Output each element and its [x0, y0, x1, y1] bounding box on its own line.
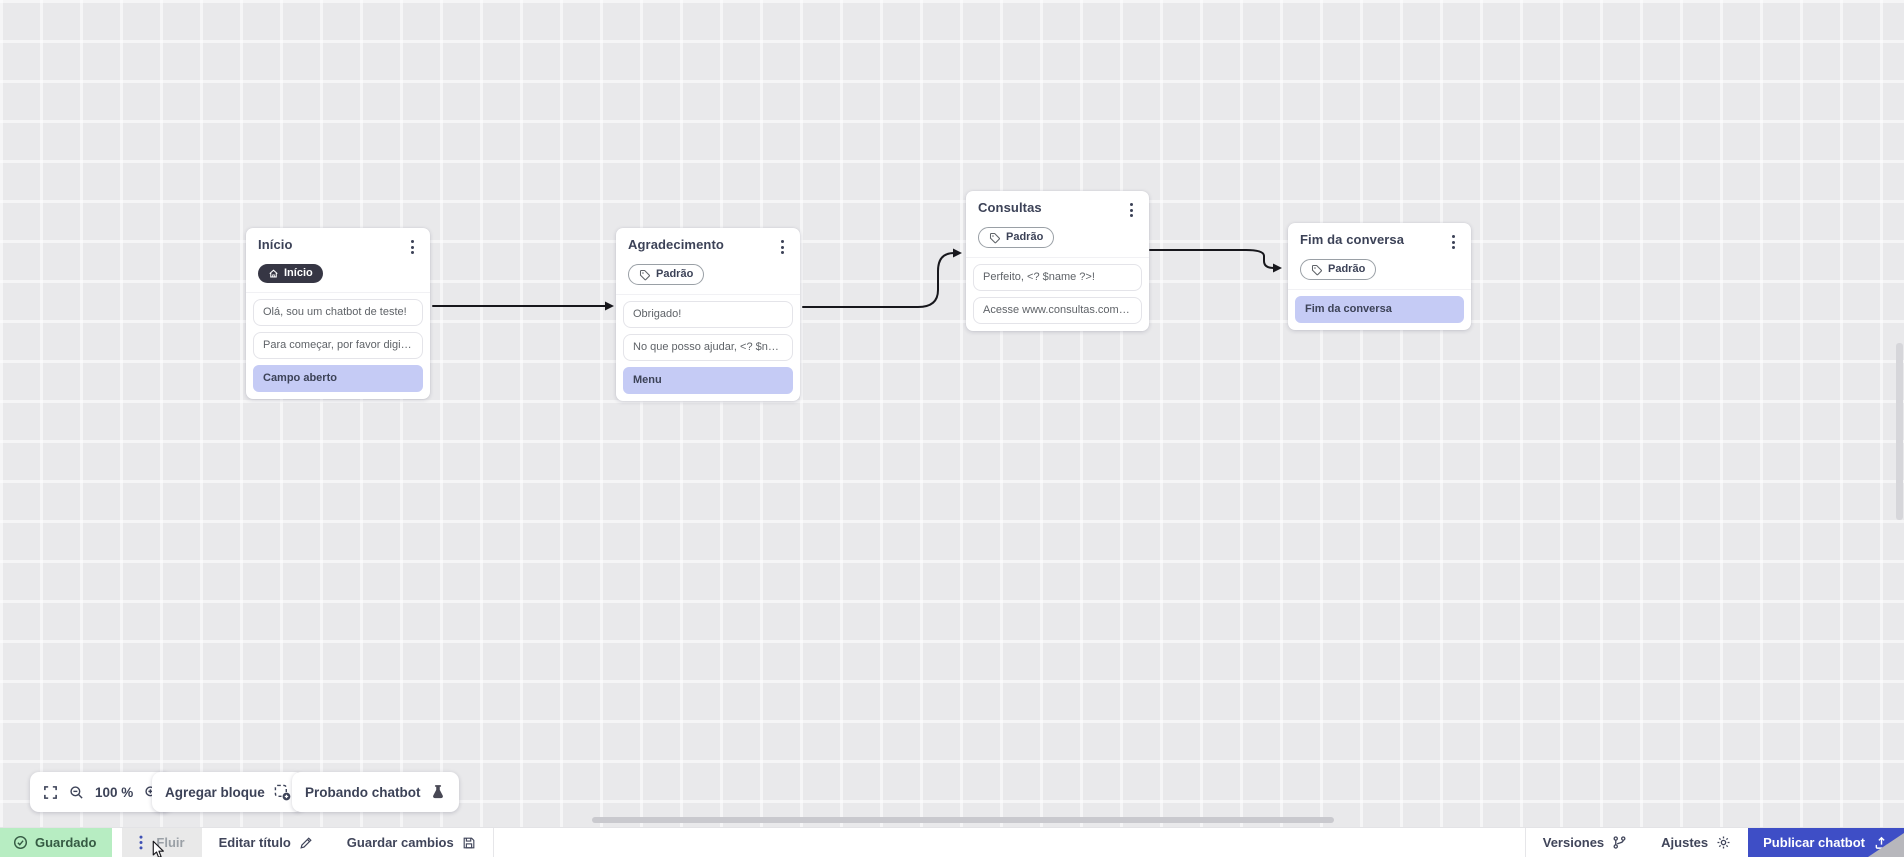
save-changes-button[interactable]: Guardar cambios — [330, 828, 493, 857]
node-title: Agradecimento — [628, 237, 724, 252]
node-body: Perfeito, <? $name ?>! Acesse www.consult… — [966, 258, 1149, 331]
edit-title-label: Editar título — [218, 835, 291, 850]
node-badge: Padrão — [628, 264, 705, 285]
add-block-button[interactable]: Agregar bloque — [152, 772, 304, 812]
versions-button[interactable]: Versiones — [1526, 828, 1644, 857]
connections-layer — [432, 248, 1282, 311]
test-chatbot-button[interactable]: Probando chatbot — [292, 772, 459, 812]
tag-icon — [1311, 264, 1323, 276]
edit-title-button[interactable]: Editar título — [202, 828, 330, 857]
node-menu-icon[interactable] — [407, 237, 418, 257]
settings-label: Ajustes — [1661, 835, 1709, 850]
node-body: Olá, sou um chatbot de teste! Para começa… — [246, 293, 430, 399]
save-changes-label: Guardar cambios — [346, 835, 454, 850]
branch-icon — [1612, 835, 1627, 850]
node-title: Início — [258, 237, 293, 252]
node-badge: Padrão — [1300, 259, 1377, 280]
status-bar: Guardado Fluir Editar título Guardar cam… — [0, 827, 1904, 857]
node-menu-icon[interactable] — [777, 237, 788, 257]
tag-icon — [639, 269, 651, 281]
add-block-label: Agregar bloque — [165, 784, 265, 800]
saved-status-label: Guardado — [35, 835, 97, 850]
node-badge-label: Padrão — [656, 268, 694, 280]
node-badge-label: Padrão — [1328, 263, 1366, 275]
publish-chatbot-label: Publicar chatbot — [1763, 835, 1865, 850]
vertical-scrollbar[interactable] — [1896, 343, 1903, 520]
node-action-item[interactable]: Campo aberto — [253, 365, 423, 392]
tag-icon — [989, 232, 1001, 244]
home-icon — [268, 268, 279, 279]
versions-label: Versiones — [1542, 835, 1605, 850]
node-badge: Início — [258, 264, 323, 283]
node-badge-label: Início — [284, 267, 313, 279]
node-message-item[interactable]: Para começar, por favor digite o ... — [253, 332, 423, 359]
zoom-out-icon[interactable] — [69, 785, 84, 800]
tab-flow[interactable]: Fluir — [122, 828, 202, 857]
saved-status-badge: Guardado — [0, 828, 113, 857]
statusbar-spacer — [494, 828, 1525, 857]
node-body: Fim da conversa — [1288, 290, 1471, 330]
node-badge-label: Padrão — [1006, 231, 1044, 243]
node-message-item[interactable]: Olá, sou um chatbot de teste! — [253, 299, 423, 326]
settings-button[interactable]: Ajustes — [1644, 828, 1748, 857]
node-menu-icon[interactable] — [1126, 200, 1137, 220]
add-block-icon — [274, 784, 291, 801]
horizontal-scrollbar[interactable] — [592, 817, 1334, 823]
flask-icon — [430, 784, 446, 800]
test-chatbot-label: Probando chatbot — [305, 784, 421, 800]
pencil-icon — [299, 836, 313, 850]
node-title: Consultas — [978, 200, 1042, 215]
check-circle-icon — [13, 835, 28, 850]
node-message-item[interactable]: Obrigado! — [623, 300, 793, 328]
node-body: Obrigado! No que posso ajudar, <? $name .… — [616, 295, 800, 401]
node-action-item[interactable]: Fim da conversa — [1295, 295, 1464, 323]
node-badge: Padrão — [978, 227, 1055, 248]
drag-dots-icon — [139, 835, 143, 850]
node-message-item[interactable]: Acesse www.consultas.com par... — [973, 296, 1142, 324]
fullscreen-icon[interactable] — [43, 785, 58, 800]
statusbar-divider-right — [1524, 828, 1526, 857]
node-menu-icon[interactable] — [1448, 232, 1459, 252]
zoom-level: 100 % — [95, 784, 134, 800]
node-message-item[interactable]: No que posso ajudar, <? $name ... — [623, 333, 793, 361]
node-message-item[interactable]: Perfeito, <? $name ?>! — [973, 263, 1142, 291]
connection-agradecimento-to-consultas — [802, 248, 962, 308]
tab-flow-label: Fluir — [156, 835, 185, 850]
connection-consultas-to-fim — [1149, 249, 1282, 273]
save-icon — [462, 836, 476, 850]
node-action-item[interactable]: Menu — [623, 366, 793, 394]
statusbar-divider-left — [492, 828, 494, 857]
node-title: Fim da conversa — [1300, 232, 1405, 247]
gear-icon — [1716, 835, 1731, 850]
zoom-toolbar: 100 % — [30, 772, 173, 812]
